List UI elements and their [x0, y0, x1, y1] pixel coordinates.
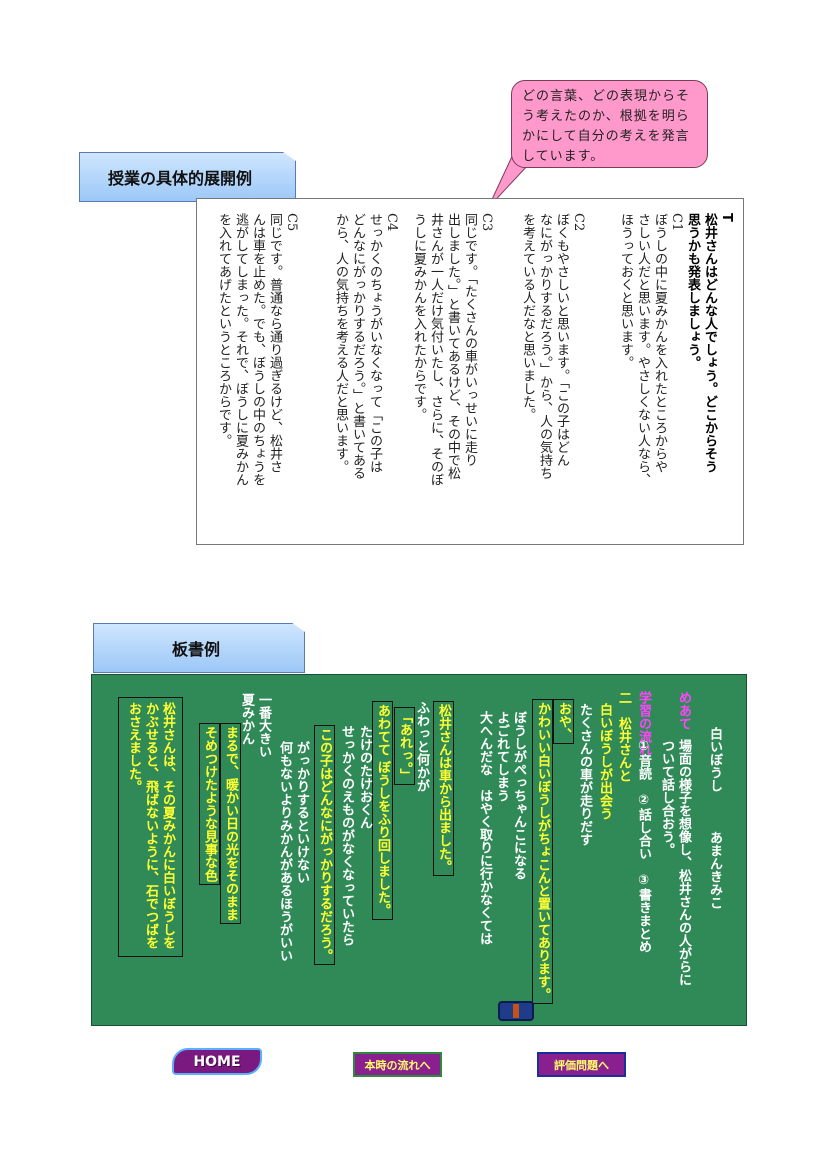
board-flow: ①音読 ②話し合い ③書きまとめ — [636, 739, 651, 953]
board-flow-label: 学習の流れ — [636, 691, 651, 756]
board-title: 白いぼうし あまんきみこ — [707, 727, 722, 909]
board-q5: あわてて ぼうしをふり回しました。 — [372, 701, 393, 920]
section-title-text: 板書例 — [172, 640, 221, 659]
evaluation-button[interactable]: 評価問題へ — [537, 1052, 626, 1077]
board-s1: 白いぼうしが出会う — [597, 703, 612, 820]
board-goal-label: めあて — [676, 691, 691, 730]
section-title-text: 授業の具体的展開例 — [108, 169, 253, 188]
board-s4: ふわっと何かが — [414, 701, 429, 792]
board-q2: かわいい白いぼうしがちょこんと置いてあります。 — [532, 699, 553, 1004]
section-title-lesson: 授業の具体的展開例 — [79, 152, 296, 202]
board-q6: この子はどんなにがっかりするだろう。 — [314, 725, 335, 965]
board-s8: 一番大きい 夏みかん — [239, 693, 271, 758]
dialogue-box: T 松井さんはどんな人でしょう。どこからそう 思うかも発表しましょう。 C1 ぼ… — [196, 198, 744, 545]
board-s5: たけのたけおくん — [357, 725, 372, 829]
student-c5: C5 同じです。普通なら通り過ぎるけど、松井さ んは車を止めた。でも、ぼうしの中… — [216, 213, 299, 486]
board-goal: 場面の様子を想像し、松井さんの人がらに ついて話し合おう。 — [659, 739, 691, 986]
board-q8: そめつけたような見事な色 — [199, 723, 220, 885]
student-c2: C2 ぼくもやさしいと思います。「この子はどん なにがっかりするだろう。」から、… — [520, 213, 586, 480]
student-c1: C1 ぼうしの中に夏みかんを入れたところからや さしい人だと思います。やさしくな… — [618, 213, 684, 486]
home-button[interactable]: HOME — [172, 1048, 262, 1075]
student-c3: C3 同じです。「たくさんの車がいっせいに走り 出しました。」と書いてあるけど、… — [411, 213, 494, 486]
board-s3: ぼうしがぺっちゃんこになる よごれてしまう 大へんだな はやく取りに行かなくては — [477, 711, 526, 945]
eraser-icon — [498, 1001, 534, 1021]
board-s2: たくさんの車が走りだす — [577, 703, 592, 846]
board-s7: がっかりするといけない 何もないよりみかんがあるほうがいい — [277, 741, 309, 962]
section-title-board: 板書例 — [93, 623, 305, 673]
board-s6: せっかくのえものがなくなっていたら — [339, 725, 354, 946]
teacher-question: T 松井さんはどんな人でしょう。どこからそう 思うかも発表しましょう。 — [685, 213, 734, 473]
board-q1: おや、 — [553, 699, 574, 744]
speech-bubble: どの言葉、どの表現からそう考えたのか、根拠を明らかにして自分の考えを発言していま… — [511, 80, 708, 168]
lesson-flow-button[interactable]: 本時の流れへ — [353, 1052, 442, 1077]
board-q4: 「あれっ。」 — [394, 707, 415, 785]
student-c4: C4 せっかくのちょうがいなくなって「この子は どんなにがっかりするだろう。」と… — [333, 213, 399, 480]
board-section: 二 松井さんと — [616, 691, 631, 782]
board-q3: 松井さんは車から出ました。 — [433, 701, 454, 876]
blackboard: 白いぼうし あまんきみこ めあて 場面の様子を想像し、松井さんの人がらに ついて… — [91, 674, 747, 1026]
board-q7: まるで、暖かい日の光をそのまま — [220, 723, 241, 924]
board-summary: 松井さんは、その夏みかんに白いぼうしを かぶせると、飛ばないように、石でつばを … — [118, 697, 183, 957]
